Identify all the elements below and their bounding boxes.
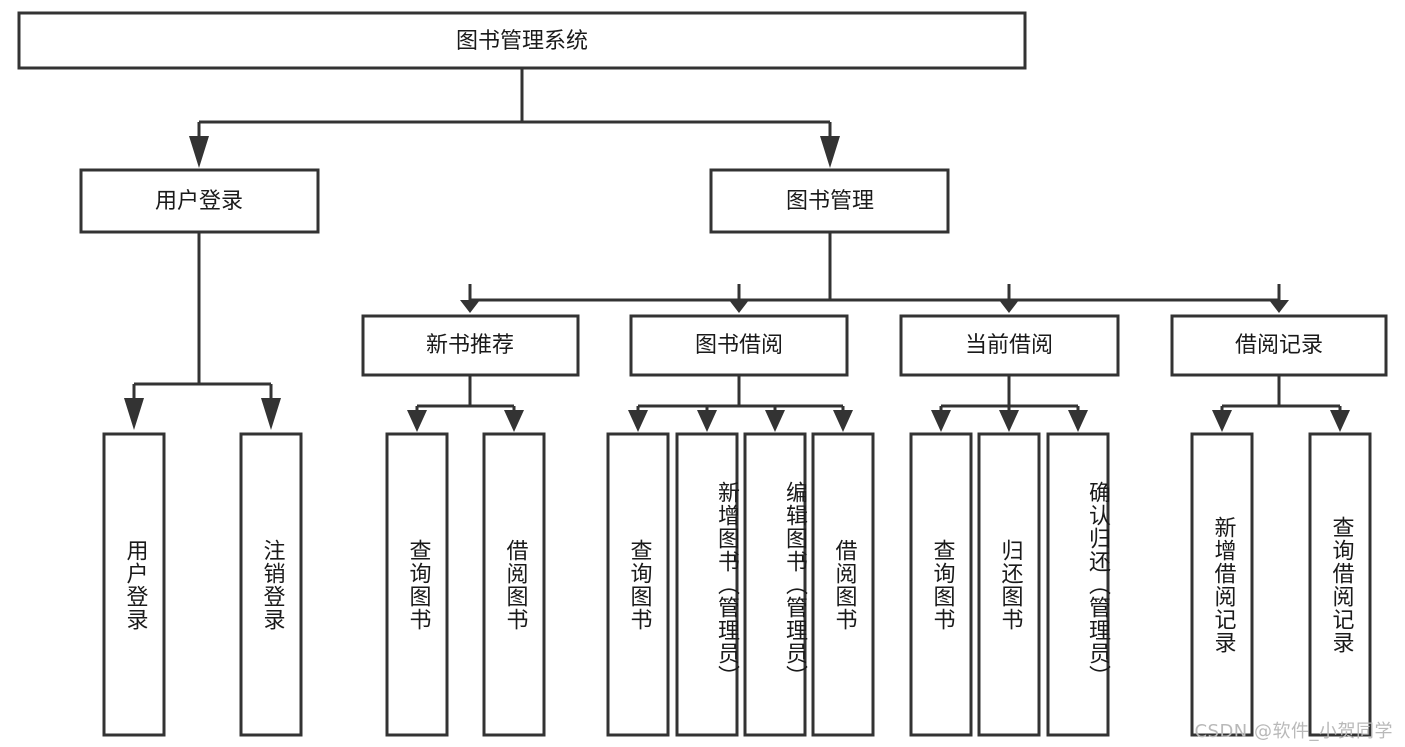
node-current-borrow[interactable]: 当前借阅 (899, 314, 1120, 377)
arrow-head-leaf-confirm-return (1068, 410, 1088, 432)
arrow-head-leaf-logout-login (261, 398, 281, 430)
arrow-head-current-borrow (999, 300, 1019, 313)
node-current-borrow-label: 当前借阅 (965, 333, 1053, 358)
watermark-text: CSDN @软件_小贺同学 (1194, 721, 1393, 742)
leaf-box-add-book[interactable] (675, 432, 739, 737)
arrow-head-leaf-borrow-book-1 (504, 410, 524, 432)
arrow-head-book-borrow (729, 300, 749, 313)
leaf-box-edit-book[interactable] (743, 432, 807, 737)
node-book-manage-label: 图书管理 (786, 189, 874, 214)
leaf-box-add-record[interactable] (1190, 432, 1254, 737)
leaf-box-query-book-3[interactable] (909, 432, 973, 737)
node-new-book-recommend-box[interactable] (361, 314, 580, 377)
node-borrow-record[interactable]: 借阅记录 (1170, 314, 1388, 377)
arrow-head-leaf-query-book-3 (931, 410, 951, 432)
leaf-box-borrow-book-2[interactable] (811, 432, 875, 737)
node-root[interactable]: 图书管理系统 (17, 11, 1027, 70)
leaf-box-user-login[interactable] (102, 432, 166, 737)
node-borrow-record-box[interactable] (1170, 314, 1388, 377)
leaf-box-query-book-1[interactable] (385, 432, 449, 737)
arrow-head-leaf-return-book (999, 410, 1019, 432)
arrow-head-leaf-user-login (124, 398, 144, 430)
node-new-book-recommend-label: 新书推荐 (426, 333, 514, 358)
arrow-head-leaf-add-record (1212, 410, 1232, 432)
node-borrow-record-label: 借阅记录 (1235, 333, 1323, 358)
node-root-box[interactable] (17, 11, 1027, 70)
arrow-head-leaf-query-record (1330, 410, 1350, 432)
node-book-borrow-label: 图书借阅 (695, 333, 783, 358)
arrow-head-leaf-query-book-2 (628, 410, 648, 432)
node-new-book-recommend[interactable]: 新书推荐 (361, 314, 580, 377)
leaf-box-query-record[interactable] (1308, 432, 1372, 737)
arrow-head-leaf-borrow-book-2 (833, 410, 853, 432)
connector-group-new-book-recommend (407, 375, 524, 432)
connector-group-book-borrow (628, 375, 853, 432)
node-book-borrow[interactable]: 图书借阅 (629, 314, 849, 377)
arrow-head-leaf-query-book-1 (407, 410, 427, 432)
arrow-head-leaf-edit-book (765, 410, 785, 432)
node-book-manage[interactable]: 图书管理 (709, 168, 950, 234)
node-current-borrow-box[interactable] (899, 314, 1120, 377)
connector-group-borrow-record (1212, 375, 1350, 432)
connector-group-book-manage (460, 232, 1289, 313)
node-user-login-label: 用户登录 (155, 189, 243, 214)
node-book-manage-box[interactable] (709, 168, 950, 234)
arrow-head-book-manage (820, 136, 840, 168)
arrow-head-borrow-record (1269, 300, 1289, 313)
arrow-head-new-book-recommend (460, 300, 480, 313)
leaf-box-return-book[interactable] (977, 432, 1041, 737)
node-user-login-box[interactable] (79, 168, 320, 234)
leaf-box-borrow-book-1[interactable] (482, 432, 546, 737)
arrow-head-leaf-add-book (697, 410, 717, 432)
connector-group-current-borrow (931, 375, 1088, 432)
node-root-label: 图书管理系统 (456, 29, 588, 54)
leaf-box-logout-login[interactable] (239, 432, 303, 737)
connector-group-root (189, 68, 840, 168)
arrow-head-user-login (189, 136, 209, 168)
node-book-borrow-box[interactable] (629, 314, 849, 377)
leaf-box-confirm-return[interactable] (1046, 432, 1110, 737)
leaf-box-query-book-2[interactable] (606, 432, 670, 737)
node-user-login[interactable]: 用户登录 (79, 168, 320, 234)
connector-group-user-login (124, 232, 281, 430)
